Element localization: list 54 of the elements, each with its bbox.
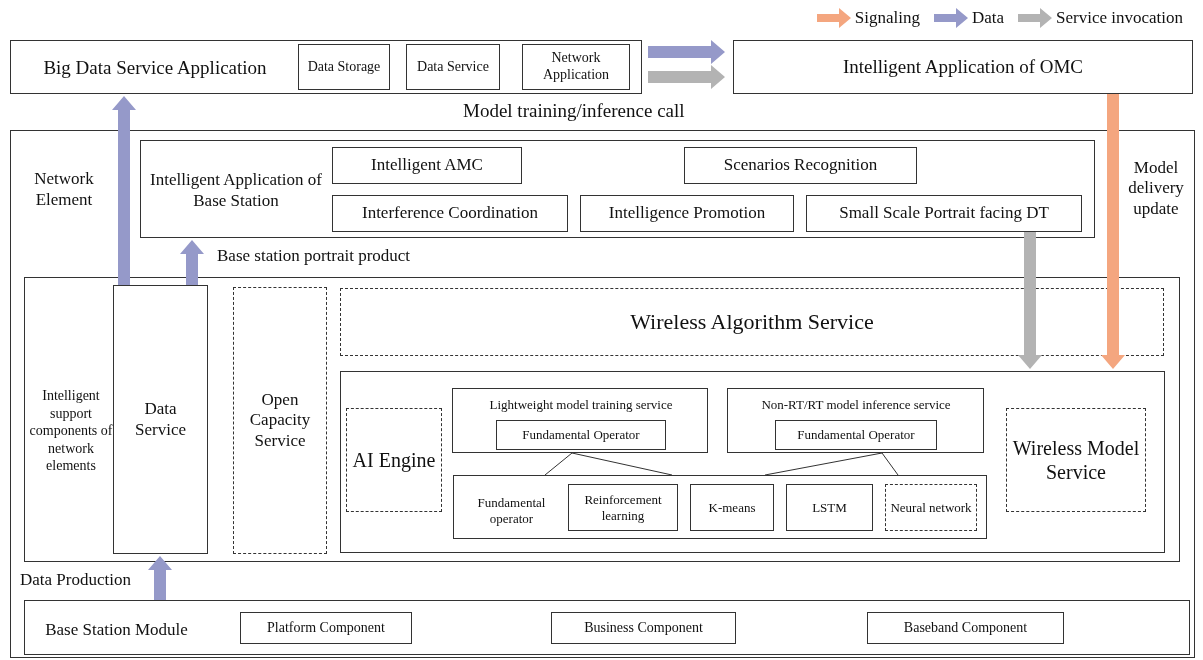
edge-label: Model training/inference call xyxy=(463,100,685,123)
legend-label: Service invocation xyxy=(1056,8,1183,28)
service-box: Data Service xyxy=(113,285,208,554)
service-box: Small Scale Portrait facing DT xyxy=(806,195,1082,232)
module-panel xyxy=(24,600,1190,655)
service-box: Network Application xyxy=(522,44,630,90)
service-box: Interference Coordination xyxy=(332,195,568,232)
legend-label: Data xyxy=(971,8,1004,28)
network-element-panel xyxy=(10,130,1195,658)
panel-title: Network Element xyxy=(33,167,95,211)
service-panel xyxy=(727,388,984,453)
block-arrow xyxy=(648,40,725,64)
service-box: LSTM xyxy=(786,484,873,531)
application-box: Intelligent Application of OMC xyxy=(733,40,1193,94)
service-box: Baseband Component xyxy=(867,612,1064,644)
block-arrow xyxy=(1101,94,1125,369)
service-box: Data Service xyxy=(406,44,500,90)
connector-line xyxy=(571,452,673,476)
service-box: Platform Component xyxy=(240,612,412,644)
application-panel xyxy=(140,140,1095,238)
algorithm-panel xyxy=(453,475,987,539)
service-box: Data Storage xyxy=(298,44,390,90)
service-box: Business Component xyxy=(551,612,736,644)
service-box: Intelligent AMC xyxy=(332,147,522,184)
service-box: Intelligence Promotion xyxy=(580,195,794,232)
connector-line xyxy=(881,452,899,476)
panel-title: Base Station Module xyxy=(44,619,189,642)
connector-line xyxy=(544,452,573,476)
panel-title: Fundamental operator xyxy=(476,493,547,528)
panel-title: Non-RT/RT model inference service xyxy=(760,395,952,414)
service-box: Reinforcement learning xyxy=(568,484,678,531)
application-panel xyxy=(10,40,642,94)
legend-label: Signaling xyxy=(854,8,920,28)
block-arrow xyxy=(1018,232,1042,369)
block-arrow xyxy=(148,556,172,600)
dashed-service-box: Open Capacity Service xyxy=(233,287,327,554)
panel-title: Big Data Service Application xyxy=(42,56,268,81)
service-box: K-means xyxy=(690,484,774,531)
ai-panel xyxy=(340,371,1165,553)
service-box: Fundamental Operator xyxy=(775,420,937,450)
block-arrow xyxy=(180,240,204,285)
panel-title: Lightweight model training service xyxy=(488,395,674,414)
service-box: Fundamental Operator xyxy=(496,420,666,450)
block-arrow xyxy=(112,96,136,285)
panel-title: Intelligent support components of network elements xyxy=(28,387,114,476)
panel-title: Intelligent Application of Base Station xyxy=(149,168,323,212)
dashed-service-box: Wireless Model Service xyxy=(1006,408,1146,512)
dashed-service-box: AI Engine xyxy=(346,408,442,512)
service-box: Scenarios Recognition xyxy=(684,147,917,184)
edge-label: Base station portrait product xyxy=(217,246,411,267)
dashed-service-box: Neural network xyxy=(885,484,977,531)
connector-line xyxy=(764,452,883,476)
block-arrow xyxy=(648,65,725,89)
service-panel xyxy=(452,388,708,453)
